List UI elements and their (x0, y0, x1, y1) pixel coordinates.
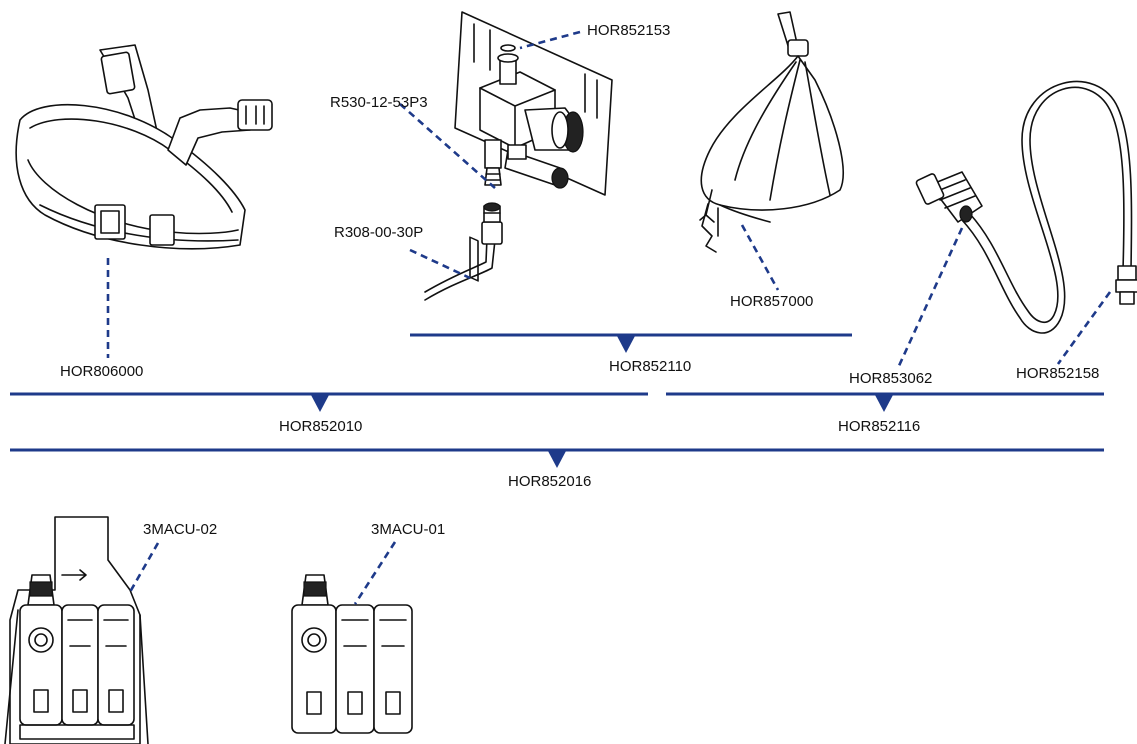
valve-illustration (455, 12, 612, 281)
kit-bars (10, 335, 1104, 468)
hose-fitting-illustration (425, 203, 502, 300)
label-full-kit: HOR852016 (508, 473, 591, 491)
label-coupler: HOR853062 (849, 370, 932, 388)
label-belt: HOR806000 (60, 363, 143, 381)
bar-tube-kit-marker (875, 395, 893, 412)
bag-illustration (700, 12, 843, 252)
bar-valve-bag-kit-marker (617, 336, 635, 353)
label-connector: R530-12-53P3 (330, 94, 428, 112)
label-tube-kit: HOR852116 (838, 418, 920, 436)
bar-belt-kit-marker (311, 395, 329, 412)
label-hose-fitting: R308-00-30P (334, 224, 423, 242)
label-valve-bag-kit: HOR852110 (609, 358, 691, 376)
label-bag: HOR857000 (730, 293, 813, 311)
control-unit-belt-illustration (5, 517, 148, 744)
label-control-unit-belt: 3MACU-02 (143, 521, 217, 539)
belt-illustration (16, 45, 272, 249)
label-belt-kit: HOR852010 (279, 418, 362, 436)
breathing-tube-illustration (915, 82, 1137, 333)
bar-full-kit-marker (548, 451, 566, 468)
label-breathing-tube: HOR852158 (1016, 365, 1099, 383)
label-valve: HOR852153 (587, 22, 670, 40)
label-control-unit: 3MACU-01 (371, 521, 445, 539)
control-unit-illustration (292, 575, 412, 733)
